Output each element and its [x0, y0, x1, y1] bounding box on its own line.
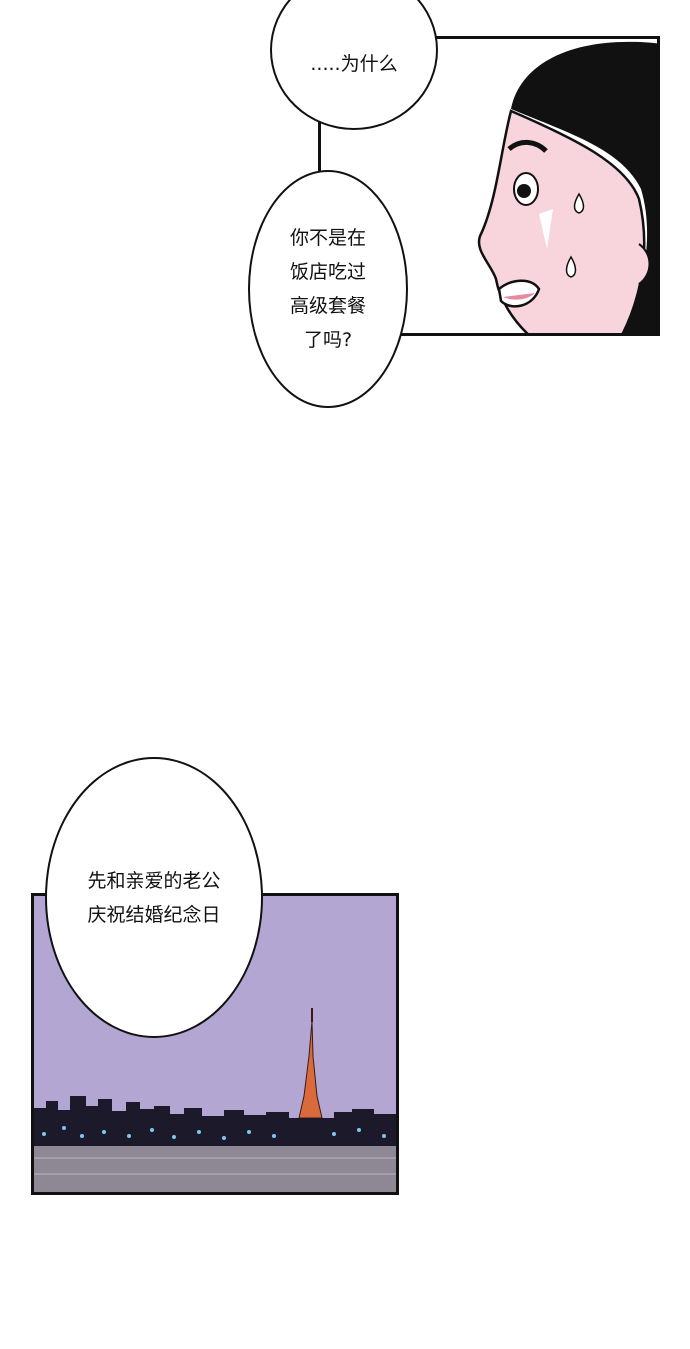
- speech-text-anniversary: 先和亲爱的老公 庆祝结婚纪念日: [87, 869, 221, 926]
- speech-bubble-why: .....为什么: [270, 0, 438, 130]
- speech-bubble-hotel-dinner: 你不是在 饭店吃过 高级套餐 了吗?: [248, 170, 408, 408]
- speech-text-hotel-dinner: 你不是在 饭店吃过 高级套餐 了吗?: [289, 227, 366, 351]
- worried-woman-illustration: [477, 41, 657, 333]
- speech-bubble-anniversary: 先和亲爱的老公 庆祝结婚纪念日: [45, 757, 263, 1038]
- speech-text-why: .....为什么: [310, 53, 398, 75]
